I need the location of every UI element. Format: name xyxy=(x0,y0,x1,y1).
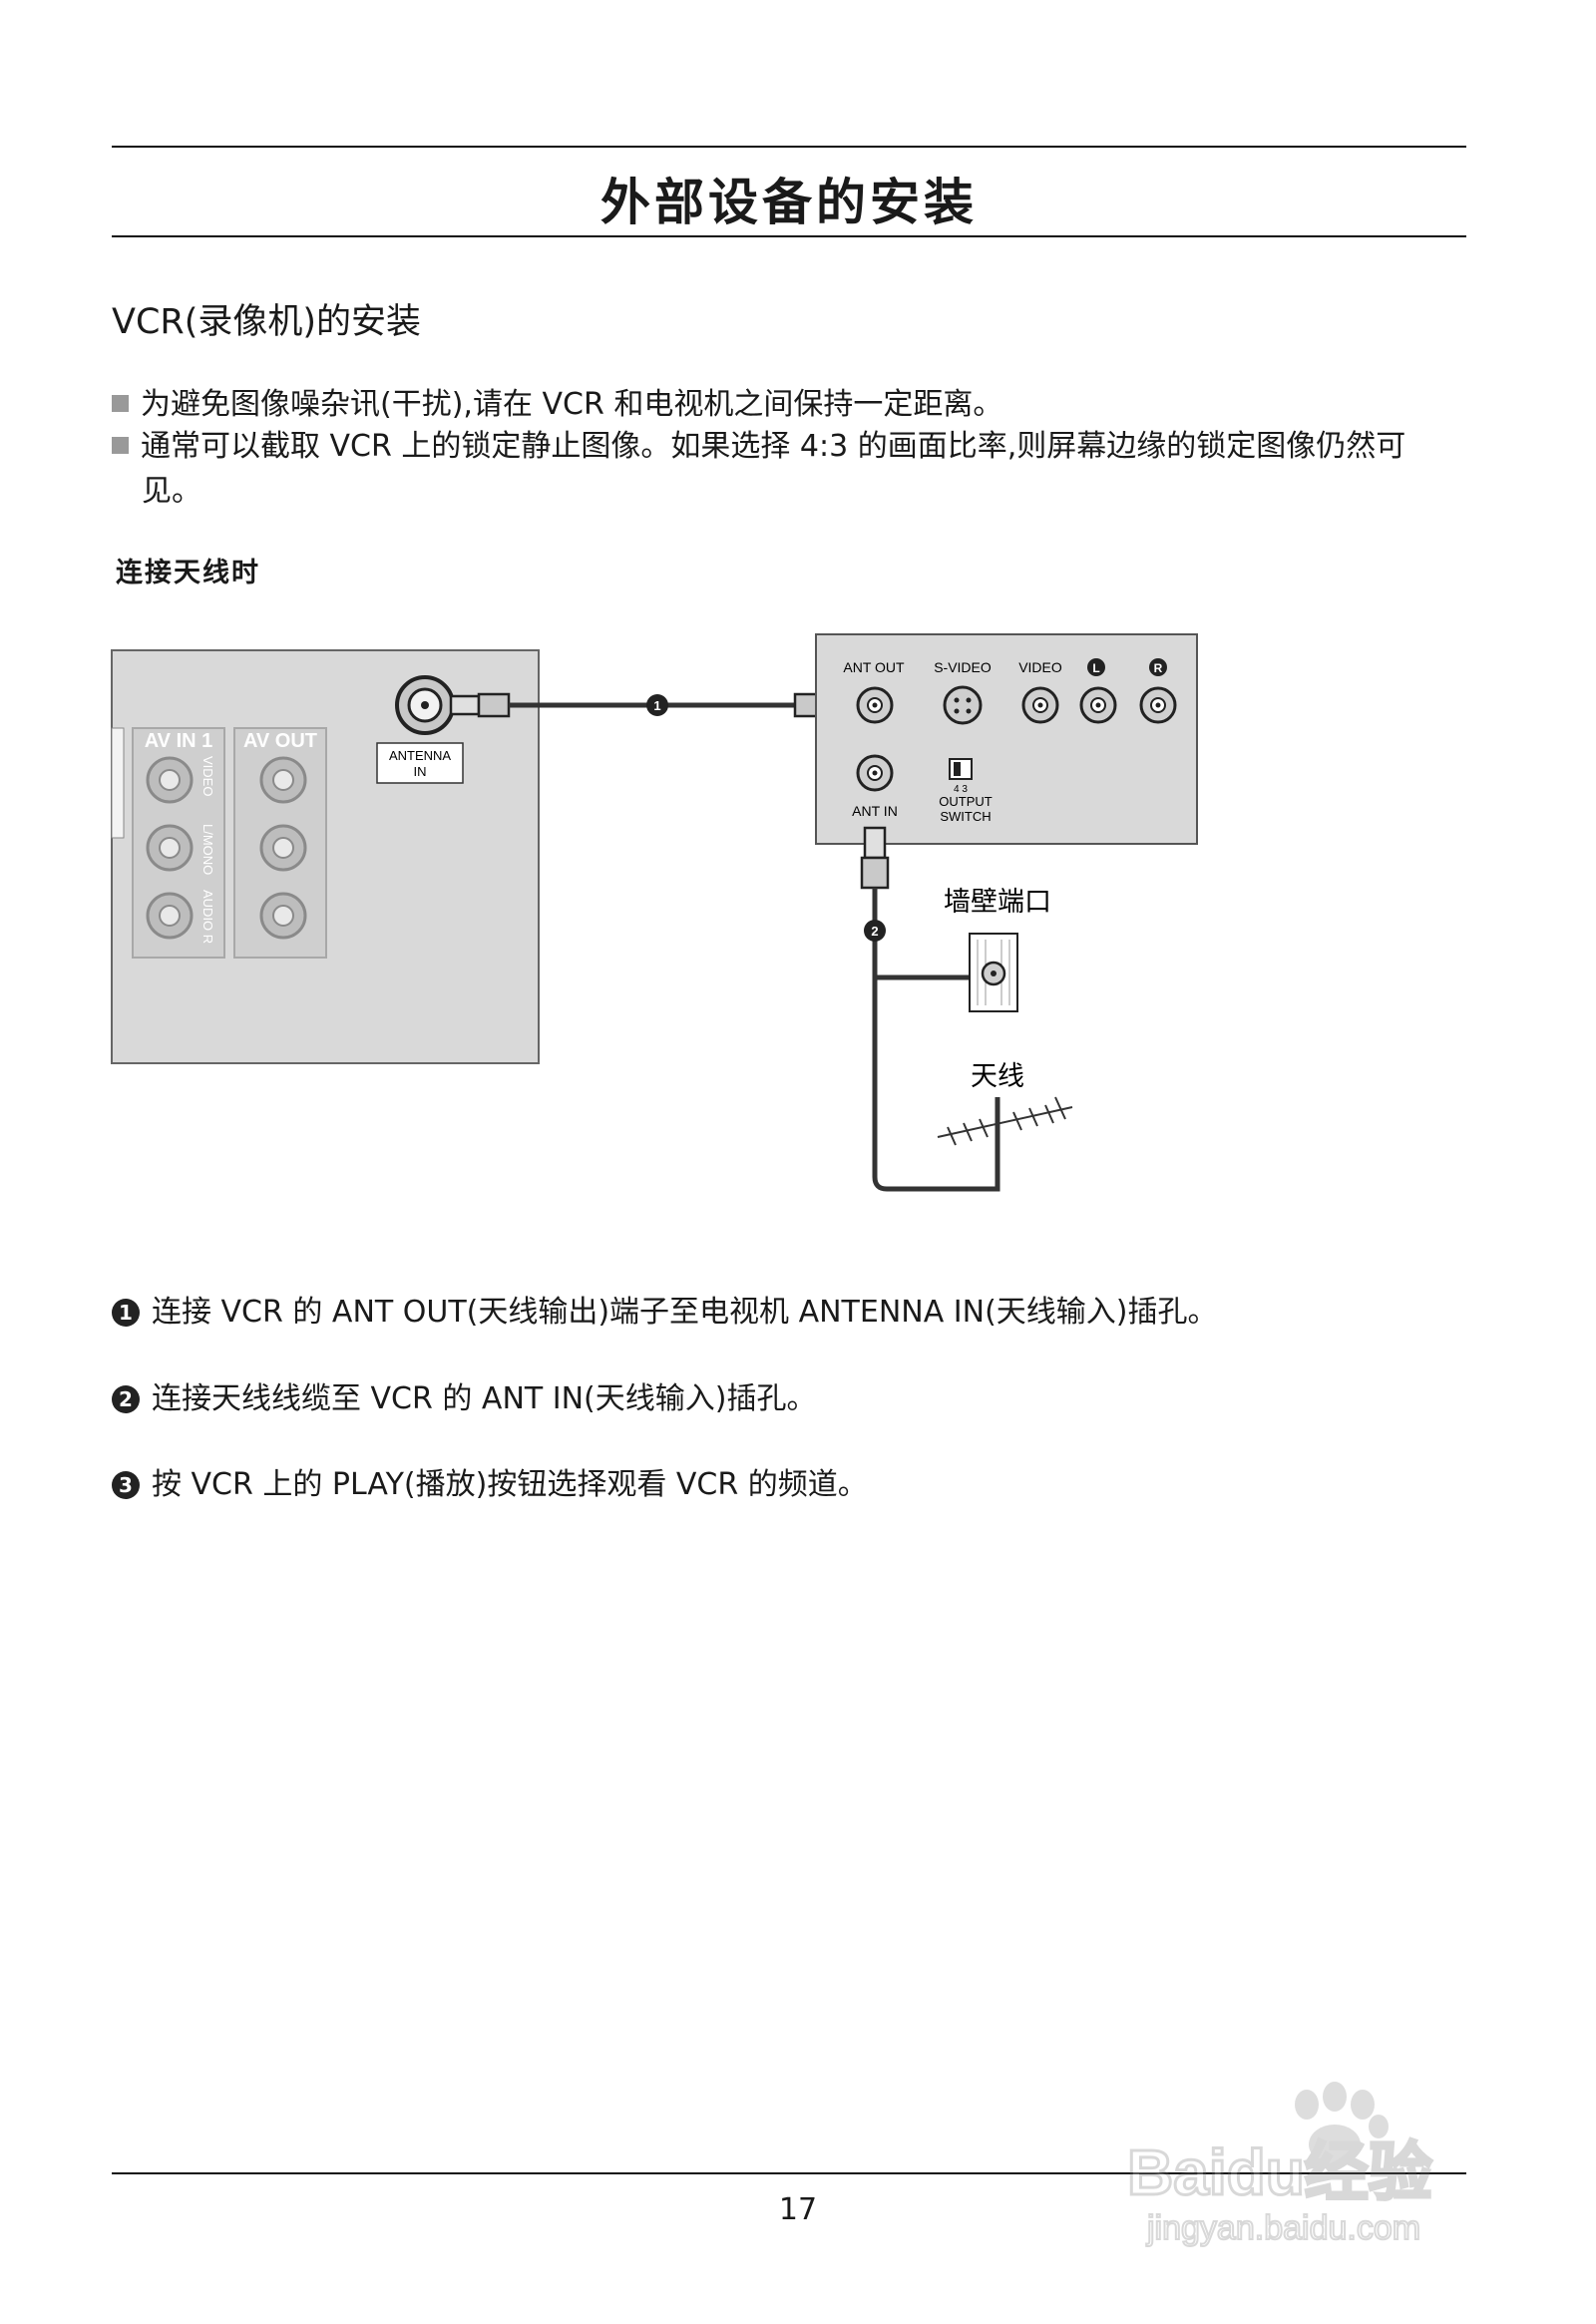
output-switch-icon xyxy=(949,758,973,780)
section-heading: VCR(录像机)的安装 xyxy=(112,302,422,342)
video-jack-icon xyxy=(1021,686,1059,724)
tv-back-panel: AV IN 1 AV OUT VIDEO L/MONO AUDIO R ANTE… xyxy=(111,649,540,1064)
av-jack-icon xyxy=(146,824,194,872)
bullet-square-icon xyxy=(112,395,129,412)
av-jack-icon xyxy=(259,892,307,940)
top-rule xyxy=(112,146,1466,148)
av-jack-icon xyxy=(259,756,307,804)
title-underline xyxy=(112,235,1466,237)
step-number: 2 xyxy=(112,1385,140,1413)
s-video-jack-icon xyxy=(943,685,983,725)
l-mono-label: L/MONO xyxy=(200,824,215,875)
connection-diagram: AV IN 1 AV OUT VIDEO L/MONO AUDIO R ANTE… xyxy=(111,633,1198,1192)
page-number: 17 xyxy=(778,2192,818,2227)
paw-icon xyxy=(1295,2082,1389,2164)
vcr-back-panel: ANT OUT S-VIDEO VIDEO L R ANT IN 4 3 OUT… xyxy=(815,633,1198,845)
av-jack-icon xyxy=(146,756,194,804)
watermark-brand: Baidu经验 xyxy=(1127,2136,1432,2208)
antenna-in-jack-icon xyxy=(395,675,455,735)
output-switch-label-2: SWITCH xyxy=(940,809,991,824)
audio-r-label: AUDIO R xyxy=(200,890,215,944)
audio-l-label: L xyxy=(1092,661,1099,675)
av-in-label: AV IN 1 xyxy=(145,730,213,752)
cable-2: 2 xyxy=(860,826,1000,1192)
callout-1: 1 xyxy=(653,698,660,713)
note-2: 通常可以截取 VCR 上的锁定静止图像。如果选择 4:3 的画面比率,则屏幕边缘… xyxy=(112,424,1468,514)
note-text: 为避免图像噪杂讯(干扰),请在 VCR 和电视机之间保持一定距离。 xyxy=(141,387,1003,422)
wall-port-label: 墙壁端口 xyxy=(944,887,1051,917)
audio-l-jack-icon xyxy=(1079,686,1117,724)
switch-ticks-label: 4 3 xyxy=(954,784,968,795)
step-text: 连接 VCR 的 ANT OUT(天线输出)端子至电视机 ANTENNA IN(… xyxy=(152,1295,1218,1330)
av-out-label: AV OUT xyxy=(243,730,317,752)
note-1: 为避免图像噪杂讯(干扰),请在 VCR 和电视机之间保持一定距离。 xyxy=(112,382,1468,427)
subheading: 连接天线时 xyxy=(116,558,260,588)
ant-out-label: ANT OUT xyxy=(843,659,905,675)
ant-out-jack-icon xyxy=(856,686,894,724)
audio-r-label: R xyxy=(1154,661,1163,675)
step-1: 1 连接 VCR 的 ANT OUT(天线输出)端子至电视机 ANTENNA IN… xyxy=(112,1287,1217,1331)
av-jack-icon xyxy=(259,824,307,872)
audio-r-jack-icon xyxy=(1139,686,1177,724)
bullet-square-icon xyxy=(112,437,129,454)
step-number: 3 xyxy=(112,1471,140,1499)
step-text: 连接天线线缆至 VCR 的 ANT IN(天线输入)插孔。 xyxy=(152,1381,817,1416)
step-number: 1 xyxy=(112,1299,140,1327)
step-3: 3 按 VCR 上的 PLAY(播放)按钮选择观看 VCR 的频道。 xyxy=(112,1459,868,1503)
antenna-in-label: ANTENNA xyxy=(389,748,451,763)
note-text: 通常可以截取 VCR 上的锁定静止图像。如果选择 4:3 的画面比率,则屏幕边缘… xyxy=(141,429,1406,464)
video-label: VIDEO xyxy=(200,756,215,796)
ant-in-label: ANT IN xyxy=(852,803,898,819)
watermark-url: jingyan.baidu.com xyxy=(1146,2209,1420,2247)
output-switch-label: OUTPUT xyxy=(939,794,993,809)
note-text-continued: 见。 xyxy=(142,474,201,509)
page-title: 外部设备的安装 xyxy=(600,174,978,231)
ant-in-jack-icon xyxy=(856,754,894,792)
footer-rule xyxy=(112,2172,1466,2174)
antenna-label: 天线 xyxy=(971,1061,1024,1091)
antenna-in-label-2: IN xyxy=(414,764,427,779)
video-label: VIDEO xyxy=(1018,659,1062,675)
callout-2: 2 xyxy=(871,924,878,939)
baidu-watermark-logo: Baidu经验 jingyan.baidu.com xyxy=(1126,2082,1433,2248)
step-2: 2 连接天线线缆至 VCR 的 ANT IN(天线输入)插孔。 xyxy=(112,1373,816,1417)
s-video-label: S-VIDEO xyxy=(934,659,992,675)
wall-port-icon xyxy=(969,933,1018,1012)
av-jack-icon xyxy=(146,892,194,940)
antenna-icon xyxy=(937,1096,1073,1146)
step-text: 按 VCR 上的 PLAY(播放)按钮选择观看 VCR 的频道。 xyxy=(152,1467,868,1502)
